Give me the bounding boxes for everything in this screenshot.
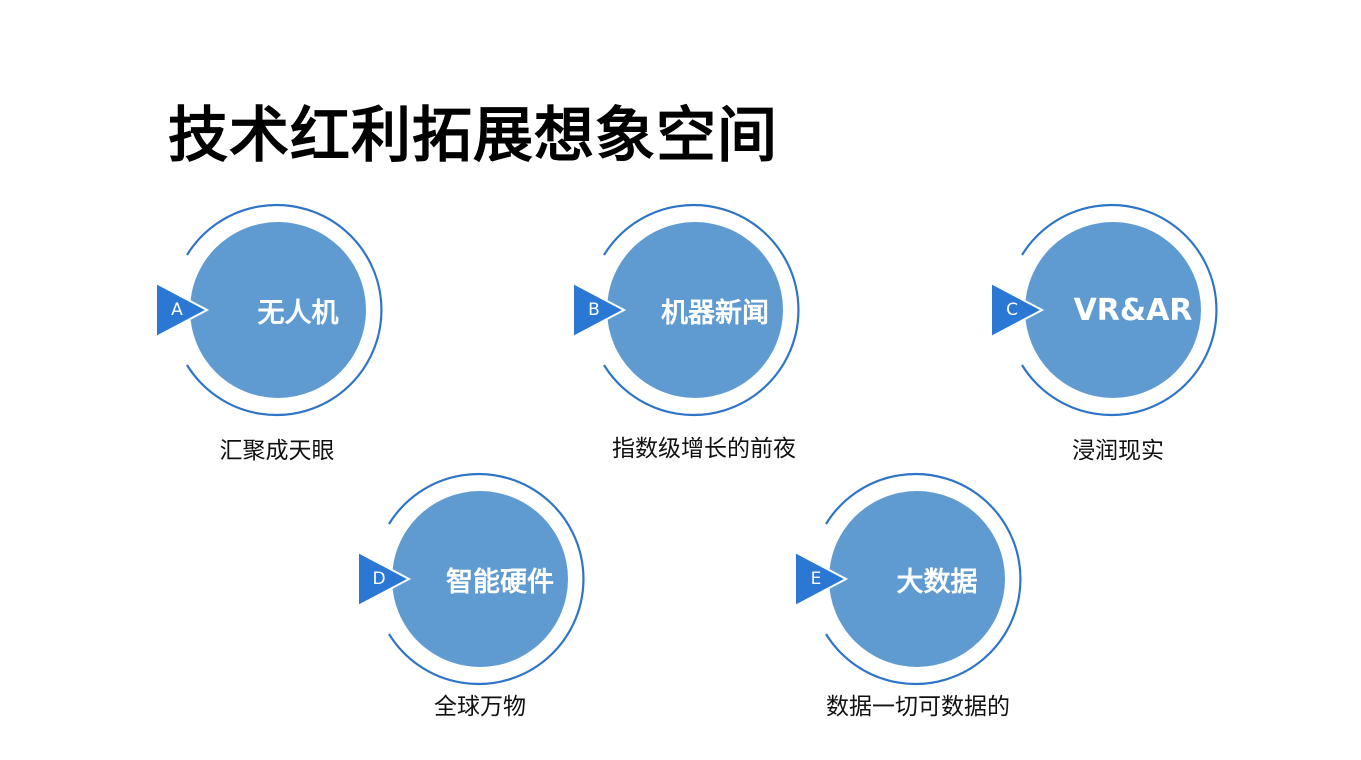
node-label: 机器新闻 bbox=[661, 297, 769, 329]
node-caption: 数据一切可数据的 bbox=[826, 694, 1010, 720]
node-letter: C bbox=[1006, 300, 1018, 320]
ring-circle-icon bbox=[357, 472, 585, 686]
triangle-marker-icon bbox=[155, 281, 210, 339]
node-letter: A bbox=[171, 300, 183, 320]
page-title: 技术红利拓展想象空间 bbox=[168, 101, 778, 171]
node-letter: D bbox=[372, 569, 386, 589]
node-label: VR&AR bbox=[1073, 292, 1193, 328]
triangle-marker-icon bbox=[572, 281, 627, 339]
triangle-marker-icon bbox=[990, 281, 1045, 339]
triangle-marker-icon bbox=[794, 550, 849, 608]
node-letter: E bbox=[810, 569, 822, 589]
triangle-marker-icon bbox=[357, 550, 412, 608]
node-letter: B bbox=[588, 300, 600, 320]
node-label: 大数据 bbox=[896, 566, 978, 598]
node-caption: 指数级增长的前夜 bbox=[612, 436, 796, 462]
node-d[interactable]: D 智能硬件 bbox=[357, 459, 600, 699]
ring-circle-icon bbox=[990, 203, 1218, 417]
node-caption: 汇聚成天眼 bbox=[219, 438, 335, 464]
node-b[interactable]: B 机器新闻 bbox=[572, 190, 815, 430]
ring-circle-icon bbox=[572, 203, 800, 417]
node-c[interactable]: C VR&AR bbox=[990, 190, 1233, 430]
node-label: 无人机 bbox=[257, 297, 339, 329]
node-a[interactable]: A 无人机 bbox=[155, 190, 398, 430]
ring-circle-icon bbox=[794, 472, 1022, 686]
node-caption: 全球万物 bbox=[434, 694, 526, 720]
ring-circle-icon bbox=[155, 203, 383, 417]
node-caption: 浸润现实 bbox=[1072, 438, 1164, 464]
node-e[interactable]: E 大数据 bbox=[794, 459, 1037, 699]
node-label: 智能硬件 bbox=[446, 566, 554, 598]
